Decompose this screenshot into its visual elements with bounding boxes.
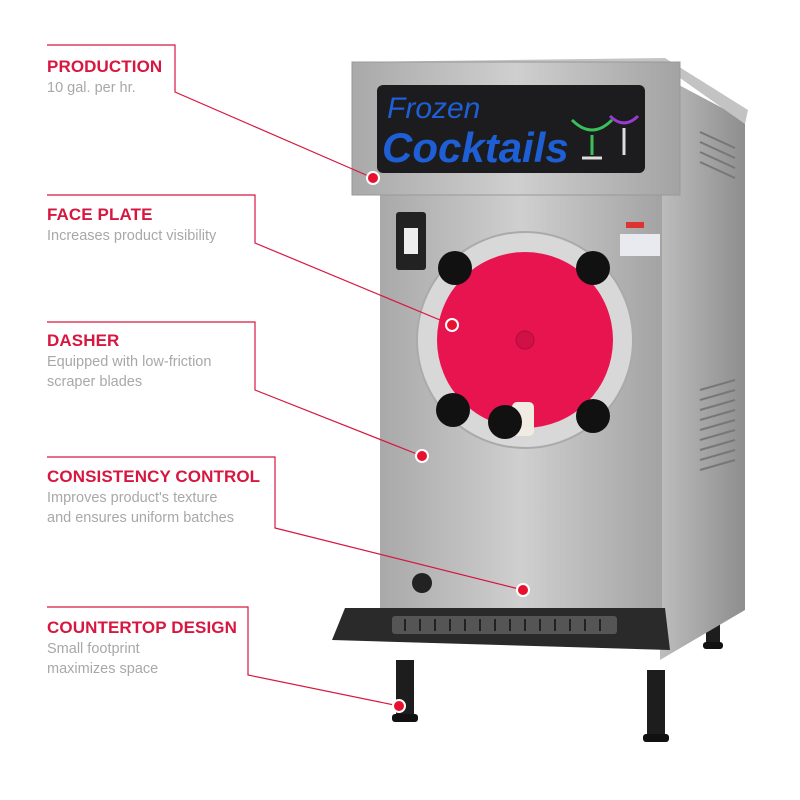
sign-panel (377, 85, 645, 173)
glass-icon (570, 114, 640, 160)
sign-line1: Frozen (387, 92, 480, 125)
callout-title: DASHER (47, 331, 120, 350)
callout-text: Increases product visibility (47, 228, 217, 244)
callout-production: PRODUCTION 10 gal. per hr. (47, 57, 162, 98)
callout-face-plate: FACE PLATE Increases product visibility (47, 205, 216, 246)
callout-title: CONSISTENCY CONTROL (47, 467, 261, 486)
consistency-control-knob[interactable] (412, 573, 432, 593)
callout-title: PRODUCTION (47, 57, 163, 76)
leader-lines (47, 44, 524, 707)
callout-title: FACE PLATE (47, 205, 153, 224)
faceplate-knobs[interactable] (436, 251, 610, 439)
callout-consistency-control: CONSISTENCY CONTROL Improves product's t… (47, 467, 260, 528)
caution-label (620, 234, 660, 256)
machine-side (660, 75, 745, 660)
callout-text: 10 gal. per hr. (47, 80, 136, 96)
callout-title: COUNTERTOP DESIGN (47, 618, 237, 637)
hotspot-dots[interactable] (366, 171, 530, 713)
sign-line2: Cocktails (382, 124, 569, 171)
